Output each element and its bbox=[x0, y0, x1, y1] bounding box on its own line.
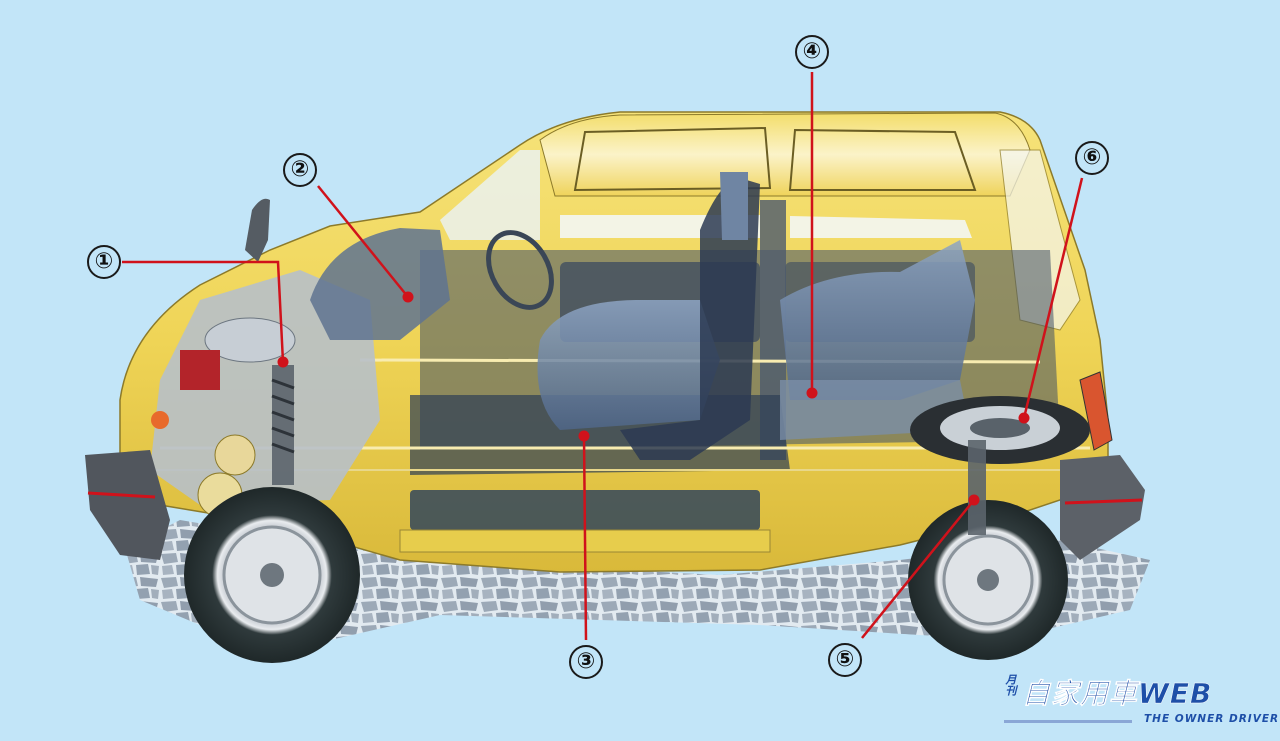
logo-monthly-text: 月刊 bbox=[1004, 674, 1017, 696]
callout-label-1: ① bbox=[87, 245, 121, 279]
callout-dot-3 bbox=[578, 430, 590, 442]
cobblestone-ground bbox=[125, 520, 1150, 640]
callout-dot-5 bbox=[968, 494, 980, 506]
callout-line-6 bbox=[1022, 177, 1084, 419]
side-mirror bbox=[245, 198, 270, 262]
callout-line-2 bbox=[317, 185, 409, 298]
logo-main-text: 自家用車WEB bbox=[1022, 677, 1213, 711]
callout-dot-4 bbox=[806, 387, 818, 399]
rear-wheel bbox=[908, 440, 1068, 660]
callout-label-6: ⑥ bbox=[1075, 141, 1109, 175]
seats bbox=[537, 172, 975, 460]
site-logo: 月刊 自家用車WEB THE OWNER DRIVER bbox=[1000, 672, 1278, 730]
callout-dot-1 bbox=[277, 356, 289, 368]
callout-line-3 bbox=[582, 435, 588, 641]
rear-bumper bbox=[1060, 371, 1145, 560]
callout-dot-6 bbox=[1018, 412, 1030, 424]
callout-line-5 bbox=[861, 499, 975, 639]
spare-tire bbox=[910, 396, 1090, 464]
logo-rule bbox=[1004, 720, 1132, 723]
callout-lines bbox=[122, 72, 1084, 641]
engine-bay bbox=[150, 270, 380, 518]
logo-subtitle: THE OWNER DRIVER bbox=[1144, 713, 1280, 725]
callout-label-3: ③ bbox=[569, 645, 603, 679]
callout-label-5: ⑤ bbox=[828, 643, 862, 677]
front-bumper bbox=[85, 450, 170, 560]
dashboard bbox=[310, 228, 554, 340]
callout-line-1 bbox=[122, 260, 285, 363]
callout-dot-2 bbox=[402, 291, 414, 303]
callout-label-4: ④ bbox=[795, 35, 829, 69]
front-wheel bbox=[184, 487, 360, 663]
callout-label-2: ② bbox=[283, 153, 317, 187]
